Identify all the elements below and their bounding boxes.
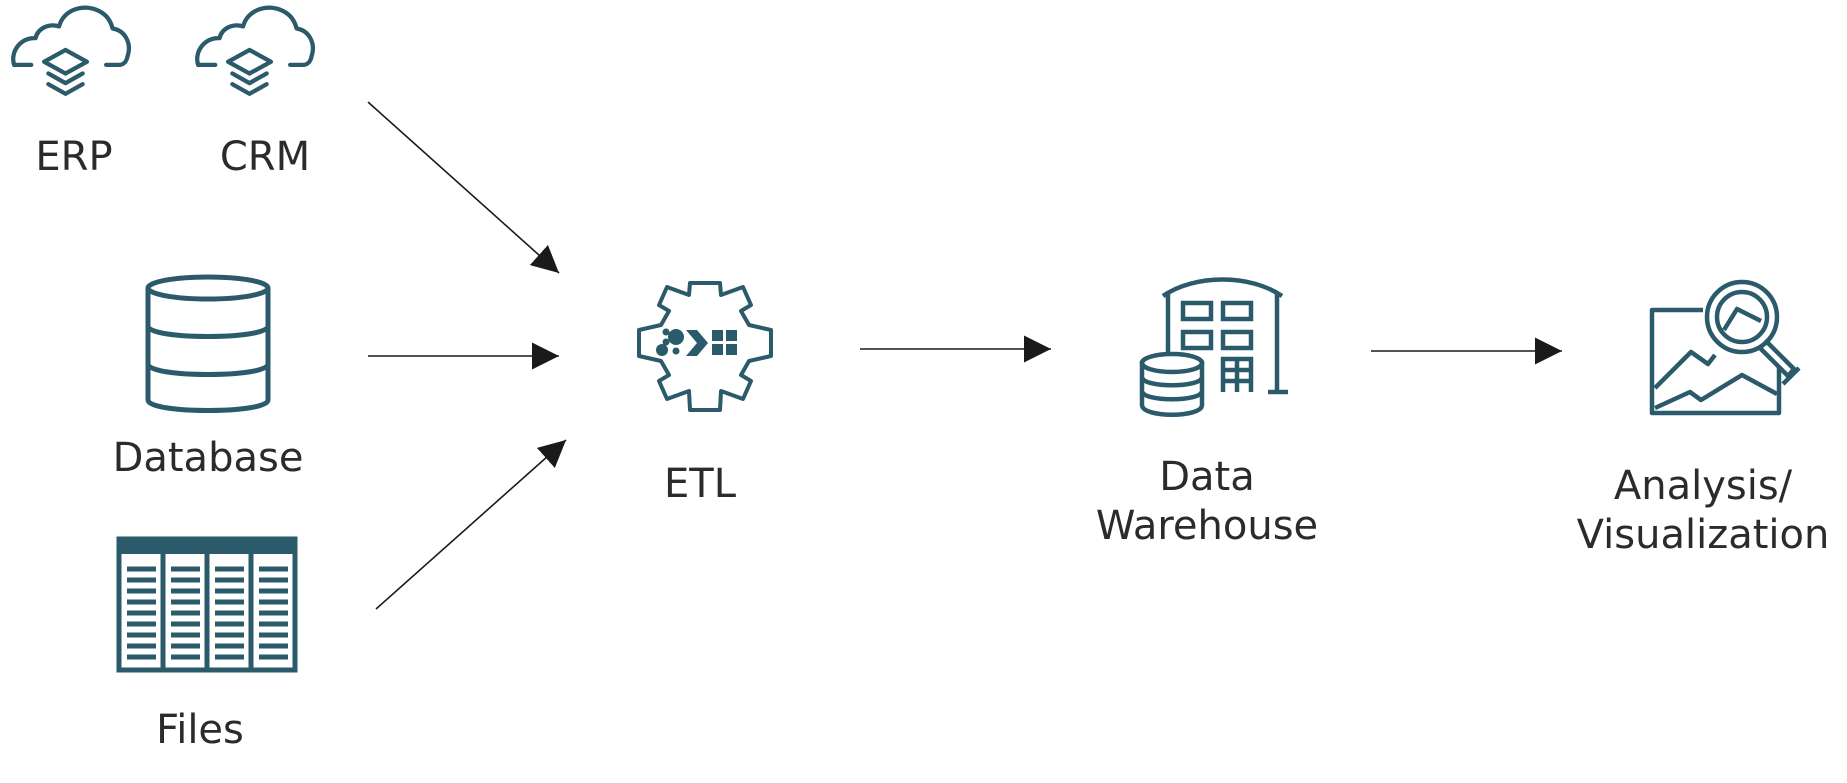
edges — [367, 101, 1562, 610]
erp-label: ERP — [35, 134, 113, 180]
arrow-files-to-etl — [375, 439, 567, 610]
files-label: Files — [156, 707, 244, 753]
files-table-icon — [116, 536, 298, 673]
etl-gear-icon — [637, 281, 773, 412]
etl-label: ETL — [664, 461, 736, 507]
crm-cloud-icon — [195, 5, 315, 96]
crm-label: CRM — [219, 134, 311, 180]
analysis-label: Analysis/ Visualization — [1576, 463, 1830, 558]
erp-cloud-icon — [11, 5, 131, 96]
data-warehouse-icon — [1139, 277, 1288, 417]
analysis-chart-icon — [1649, 279, 1801, 416]
warehouse-label: Data Warehouse — [1095, 454, 1319, 549]
database-label: Database — [112, 435, 304, 481]
arrow-erp-crm-to-etl — [367, 101, 560, 274]
database-icon — [145, 274, 271, 413]
